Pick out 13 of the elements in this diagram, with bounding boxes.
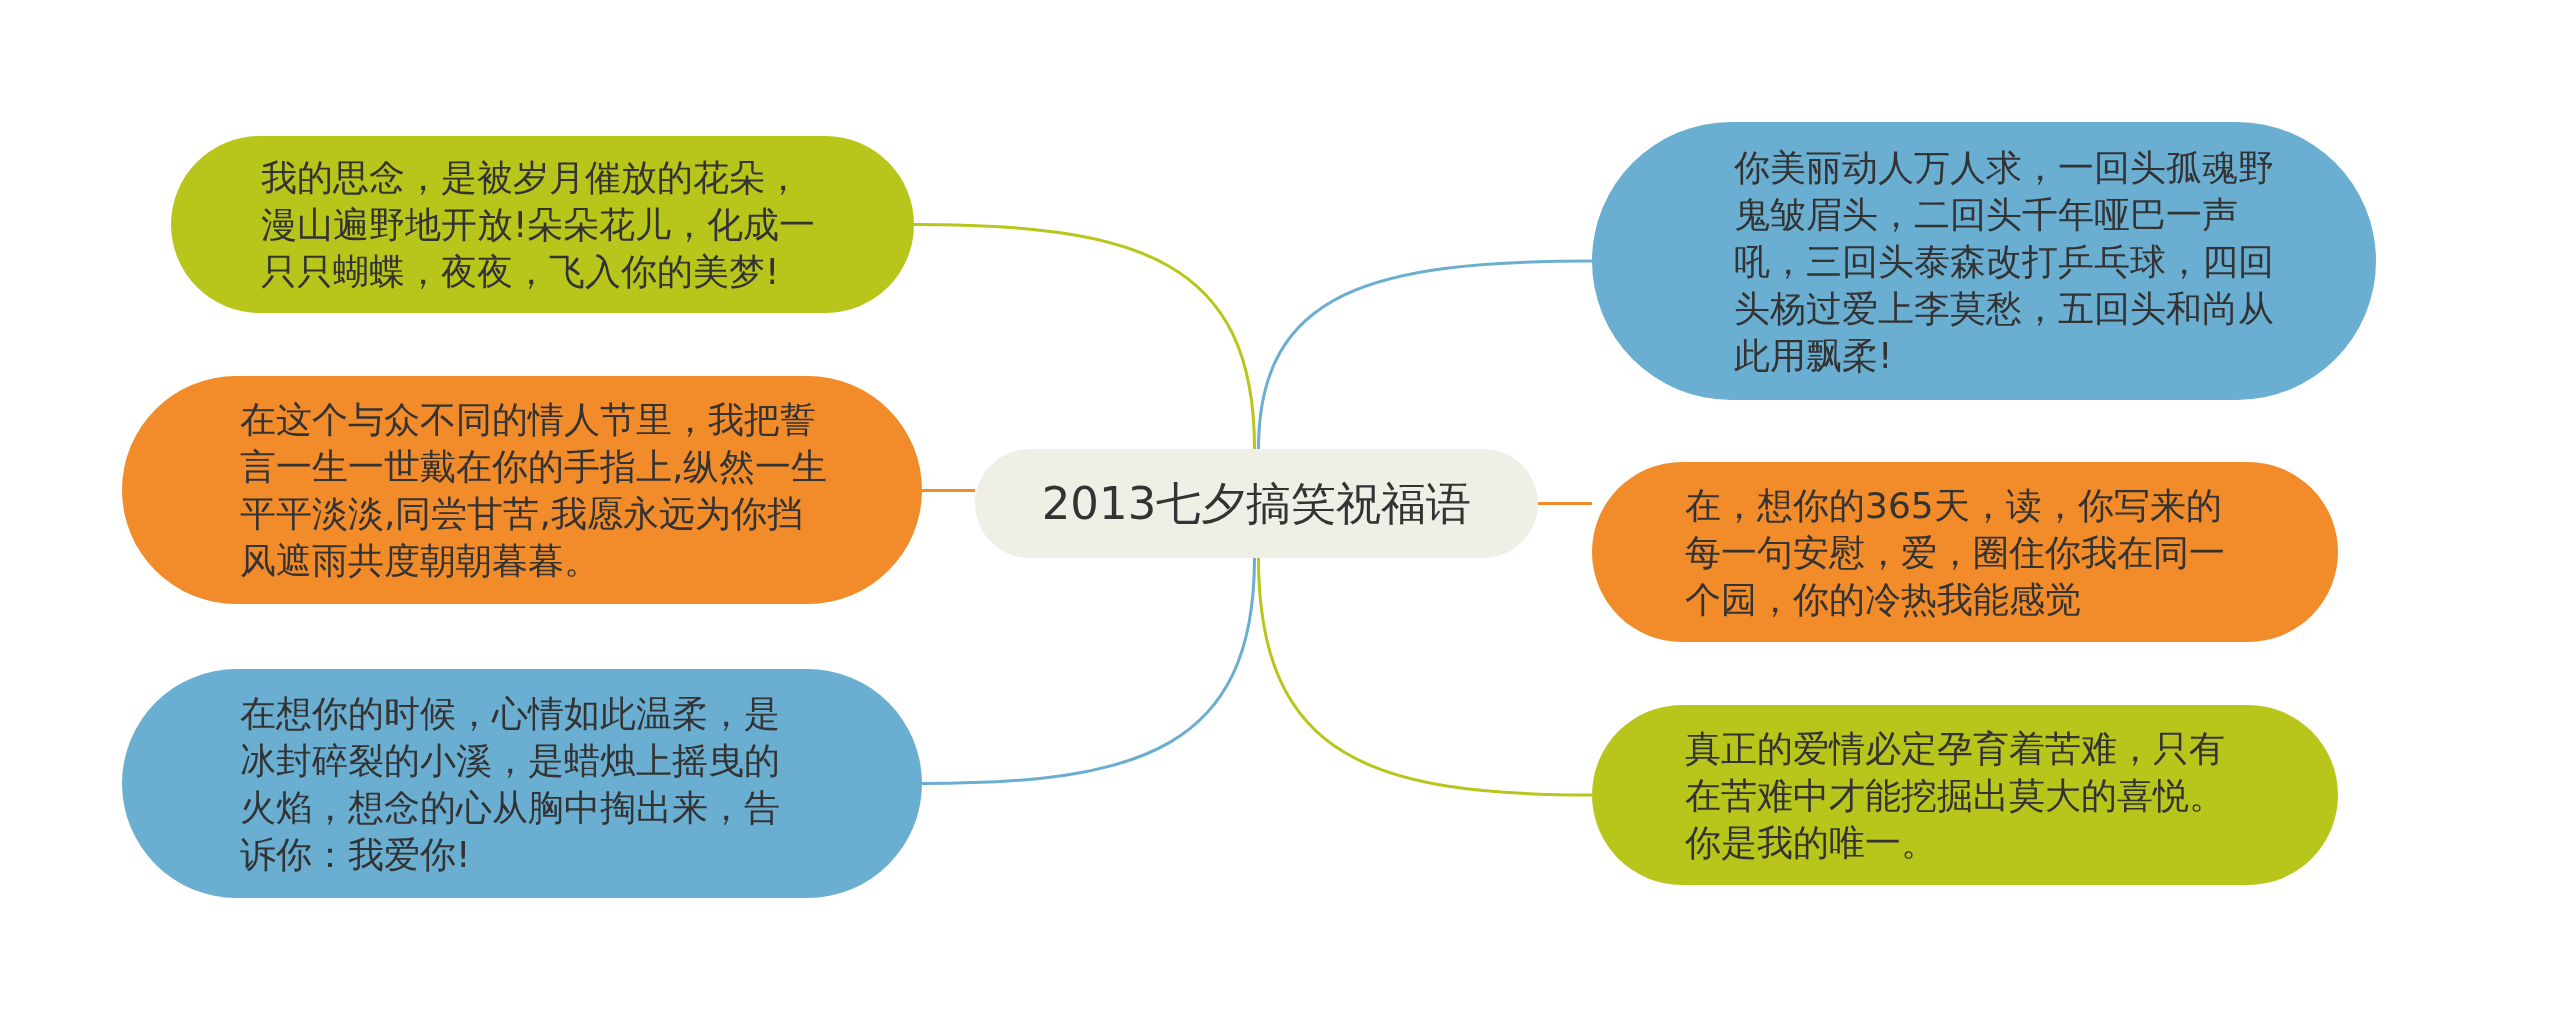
topic-bubble: 我的思念，是被岁月催放的花朵，漫山遍野地开放!朵朵花儿，化成一只只蝴蝶，夜夜，飞入你的美梦! xyxy=(171,136,914,313)
central-topic: 2013七夕搞笑祝福语 xyxy=(975,449,1538,558)
topic-bubble: 在，想你的365天，读，你写来的每一句安慰，爱，圈住你我在同一个园，你的冷热我能感觉 xyxy=(1592,462,2338,642)
connector-line xyxy=(922,489,975,492)
connector-line xyxy=(1538,502,1592,505)
topic-bubble: 你美丽动人万人求，一回头孤魂野鬼皱眉头，二回头千年哑巴一声吼，三回头泰森改打乒乓球，四回头杨过爱上李莫愁，五回头和尚从此用飘柔! xyxy=(1592,122,2376,400)
connector-line xyxy=(921,557,1256,785)
connector-line xyxy=(913,223,1256,450)
connector-line xyxy=(1257,557,1593,797)
connector-line xyxy=(1257,259,1592,450)
topic-bubble: 在这个与众不同的情人节里，我把誓言一生一世戴在你的手指上,纵然一生平平淡淡,同尝甘苦,我愿永远为你挡风遮雨共度朝朝暮暮。 xyxy=(122,376,922,604)
topic-bubble: 在想你的时候，心情如此温柔，是冰封碎裂的小溪，是蜡烛上摇曳的火焰，想念的心从胸中掏出来，告诉你：我爱你! xyxy=(122,669,922,898)
topic-bubble: 真正的爱情必定孕育着苦难，只有在苦难中才能挖掘出莫大的喜悦。你是我的唯一。 xyxy=(1592,705,2338,885)
